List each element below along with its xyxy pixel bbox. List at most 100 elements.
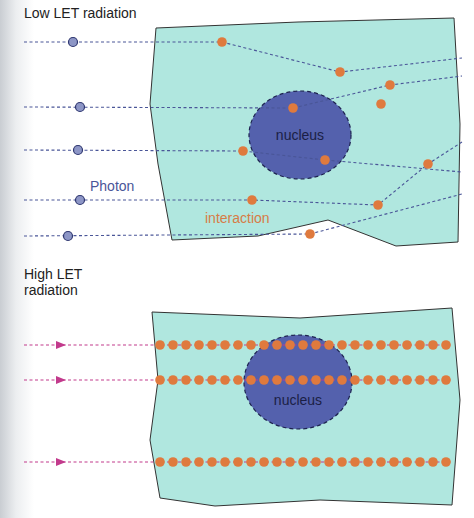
interaction-dot [194,375,204,385]
interaction-dot [402,340,412,350]
interaction-dot [246,457,256,467]
interaction-dot [350,340,360,350]
interaction-dot [363,375,373,385]
interaction-dot [233,340,243,350]
photon-track [24,194,462,236]
photon-symbol [76,103,85,112]
interaction-dot [415,340,425,350]
interaction-dot [376,99,386,109]
interaction-dot [337,340,347,350]
interaction-dot [181,340,191,350]
nucleus-shape [243,334,353,430]
interaction-dot [415,457,425,467]
interaction-dot [220,340,230,350]
interaction-dot [311,340,321,350]
photon-track [24,142,462,205]
interaction-dot [246,340,256,350]
interaction-dot [181,375,191,385]
interaction-dot [246,375,256,385]
interaction-dot [324,340,334,350]
interaction-dot [389,340,399,350]
interaction-dot [288,103,298,113]
interaction-dot [168,375,178,385]
interaction-dot [441,375,451,385]
interaction-label: interaction [205,210,270,226]
interaction-dot [233,457,243,467]
interaction-dot [402,457,412,467]
interaction-dot [217,37,227,47]
interaction-dot [373,200,383,210]
interaction-dot [389,375,399,385]
interaction-dot [272,375,282,385]
interaction-dot [155,340,165,350]
interaction-dot [194,340,204,350]
interaction-dot [298,375,308,385]
photon-symbol [69,38,78,47]
interaction-dot [335,67,345,77]
nucleus-outline [244,335,352,429]
interaction-dot [233,375,243,385]
interaction-dot [259,375,269,385]
interaction-dot [389,457,399,467]
particle-arrowhead [56,458,66,466]
interaction-dot [220,375,230,385]
interaction-dot [363,340,373,350]
interaction-dot [207,375,217,385]
nucleus-outline [249,91,351,179]
cell-membrane [150,18,460,246]
interaction-dot [168,457,178,467]
interaction-dot [285,375,295,385]
interaction-dot [337,457,347,467]
interaction-dot [238,146,248,156]
photon-symbol [74,146,83,155]
interaction-dot [363,457,373,467]
cell-membrane [150,308,460,506]
photon-label: Photon [90,178,134,194]
interaction-dot [402,375,412,385]
interaction-dot [441,457,451,467]
interaction-dot [423,159,433,169]
particle-arrowhead [56,376,66,384]
interaction-dot [181,457,191,467]
interaction-dot [428,340,438,350]
interaction-dot [350,457,360,467]
interaction-dot [207,340,217,350]
interaction-dot [376,340,386,350]
interaction-dot [428,375,438,385]
interaction-dot [441,340,451,350]
interaction-dot [385,80,395,90]
section-title: High LET radiation [24,266,116,298]
interaction-dot [247,195,257,205]
photon-symbol [64,232,73,241]
photon-track [24,42,462,72]
interaction-dot [298,340,308,350]
section-title: Low LET radiation [24,5,137,21]
interaction-dot [428,457,438,467]
interaction-dot [376,457,386,467]
nucleus-label: nucleus [276,127,324,143]
particle-arrowhead [56,341,66,349]
interaction-dot [324,457,334,467]
interaction-dot [337,375,347,385]
nucleus-label: nucleus [274,392,322,408]
interaction-dot [168,340,178,350]
photon-symbol [76,196,85,205]
interaction-dot [324,375,334,385]
cell-body: interaction nucleus [148,14,464,252]
interaction-dot [220,457,230,467]
interaction-dot [311,375,321,385]
interaction-dot [285,340,295,350]
interaction-dot [285,457,295,467]
interaction-dot [155,457,165,467]
cell-nucleus: nucleus [248,90,352,180]
interaction-dot [272,457,282,467]
interaction-dot [376,375,386,385]
interaction-dot [298,457,308,467]
interaction-dot [194,457,204,467]
interaction-dot [311,457,321,467]
photon-track [24,76,462,108]
interaction-dot [259,457,269,467]
